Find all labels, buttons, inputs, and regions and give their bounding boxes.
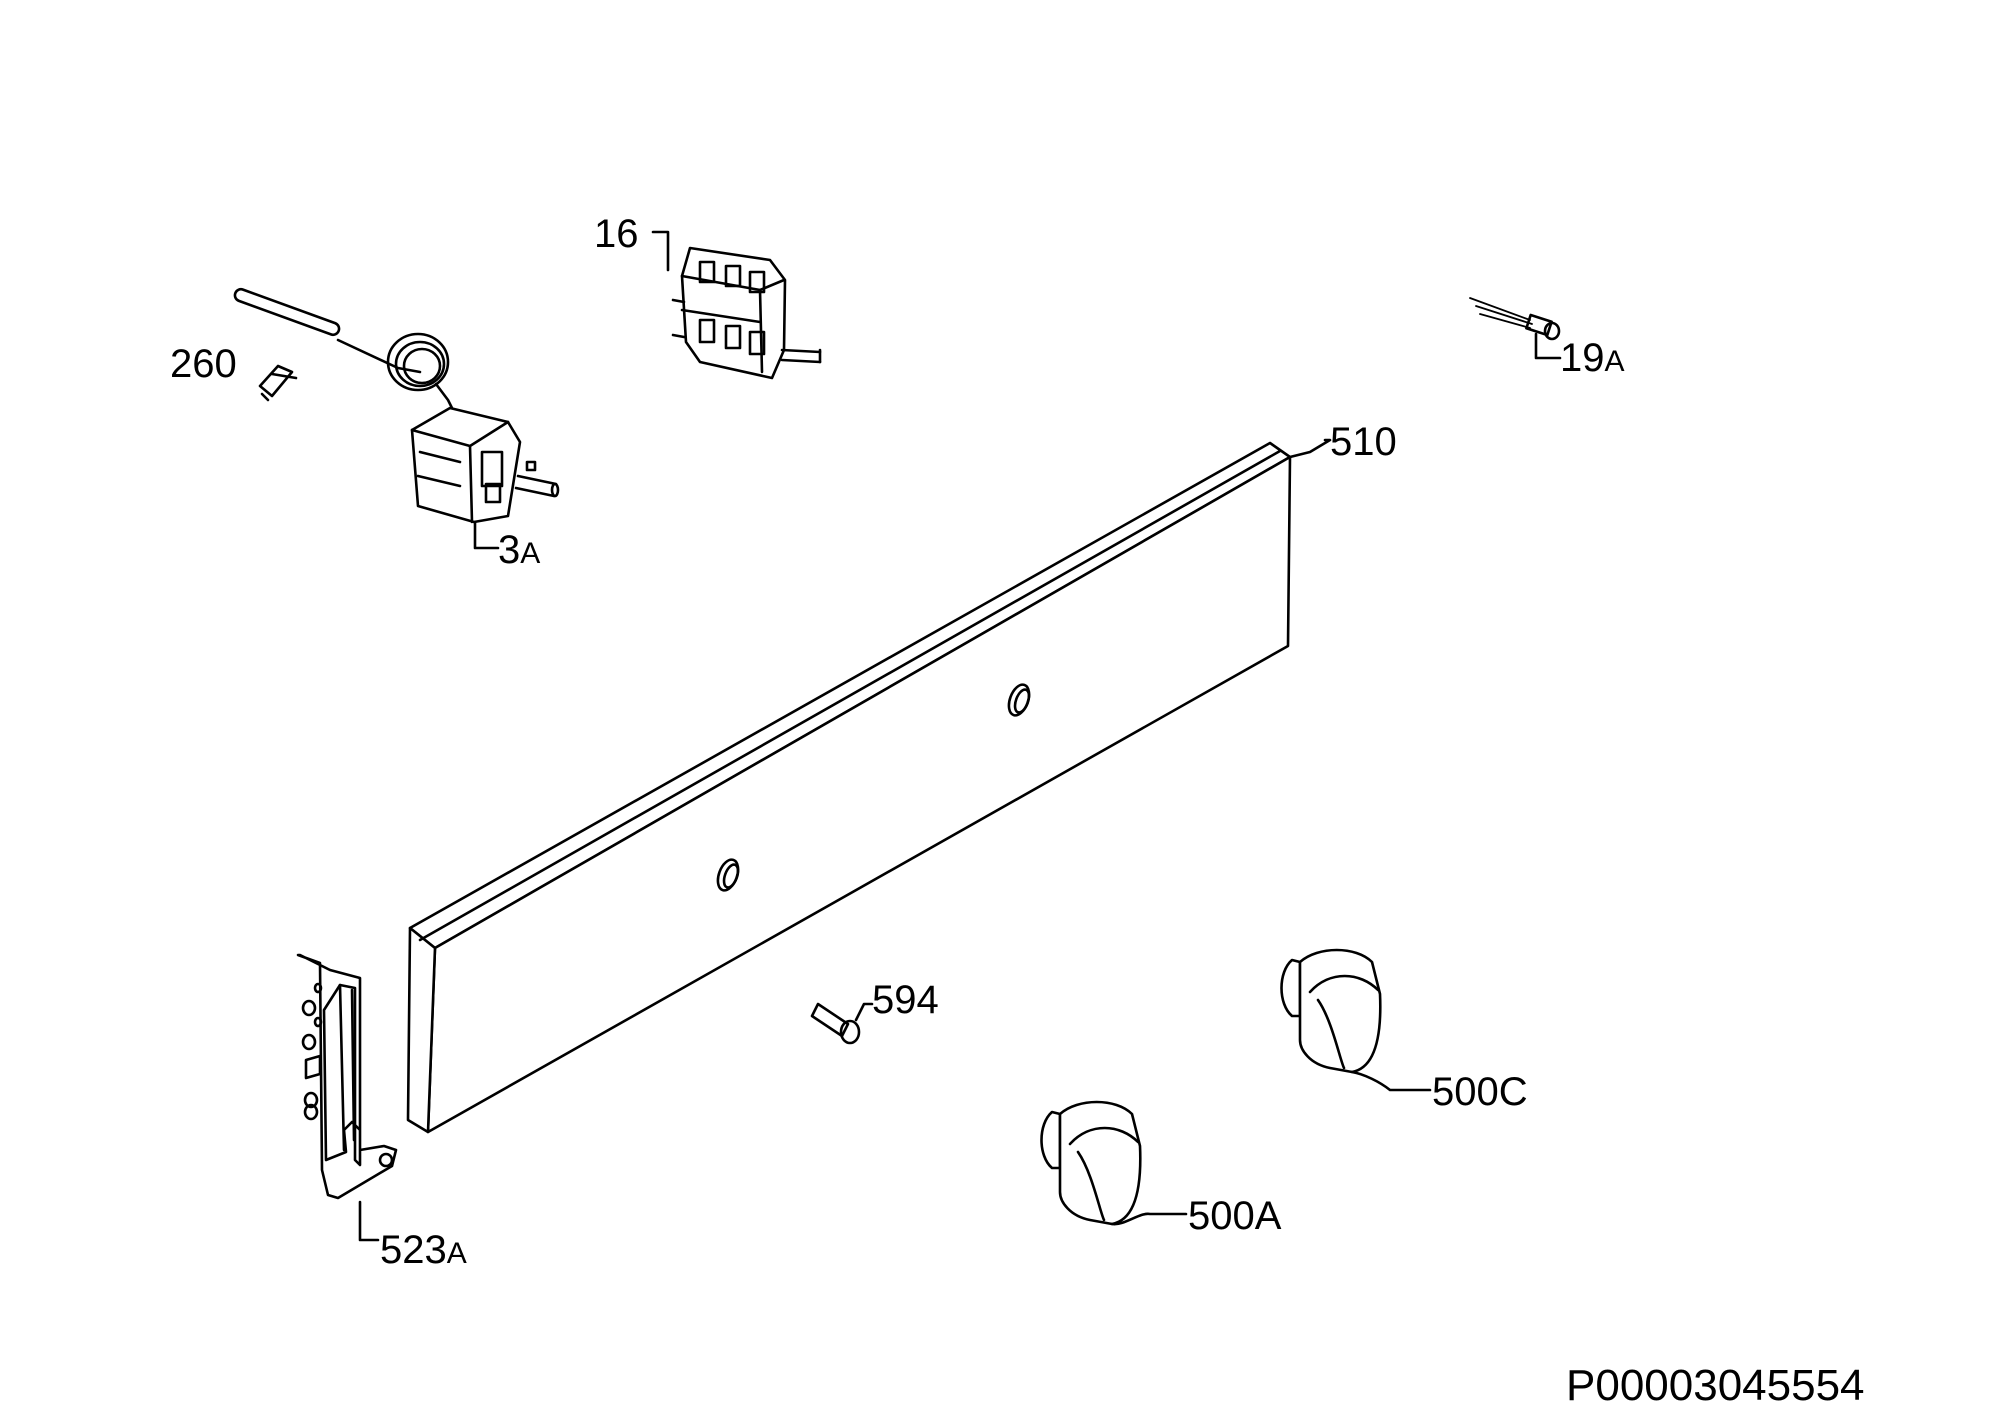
lamp-part-19a bbox=[1469, 297, 1562, 360]
label-part-510: 510 bbox=[1330, 420, 1397, 464]
label-part-16: 16 bbox=[594, 212, 639, 256]
bracket-part-523a bbox=[296, 953, 398, 1242]
control-panel-part-510 bbox=[406, 438, 1332, 1134]
knob-part-500a bbox=[1040, 1100, 1188, 1226]
label-part-260: 260 bbox=[170, 342, 237, 386]
thermostat-part-3a bbox=[233, 287, 560, 550]
label-part-19a: 19A bbox=[1560, 336, 1625, 380]
knob-part-500c bbox=[1280, 948, 1432, 1092]
reference-number: P00003045554 bbox=[1566, 1361, 1865, 1410]
label-part-500a: 500A bbox=[1188, 1194, 1282, 1238]
clip-part-260 bbox=[258, 364, 298, 402]
label-part-3a: 3A bbox=[498, 528, 541, 572]
label-part-523a: 523A bbox=[380, 1228, 467, 1272]
label-part-594: 594 bbox=[872, 978, 939, 1022]
screw-part-594 bbox=[810, 1002, 874, 1045]
label-part-500c: 500C bbox=[1432, 1070, 1528, 1114]
selector-switch-part-16 bbox=[651, 230, 822, 380]
